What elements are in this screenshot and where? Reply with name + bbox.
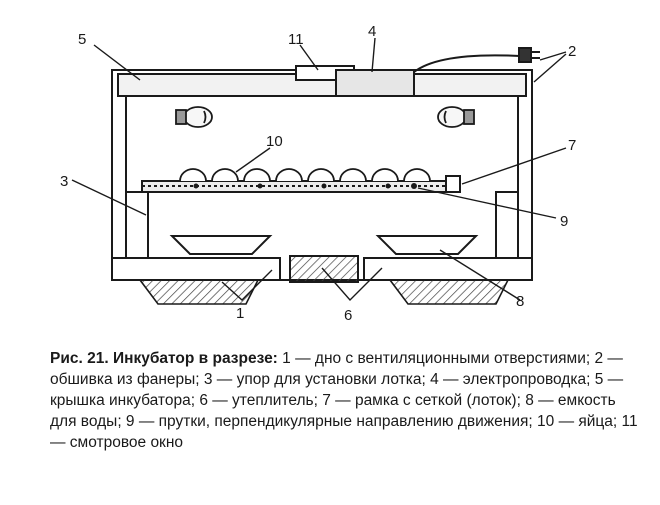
wiring-strip [335, 69, 415, 97]
tray-support-left [125, 191, 149, 259]
label-9: 9 [560, 213, 568, 230]
figure-caption: Рис. 21. Инкубатор в разрезе: 1 — дно с … [50, 348, 640, 453]
eggs [179, 168, 431, 182]
label-7: 7 [568, 137, 576, 154]
label-5: 5 [78, 31, 86, 48]
label-1: 1 [236, 305, 244, 322]
power-cord [413, 54, 521, 73]
lamp-right [437, 106, 475, 128]
label-2: 2 [568, 43, 576, 60]
tray-rods [193, 183, 417, 189]
label-4: 4 [368, 23, 376, 40]
leader-lines [71, 37, 567, 302]
lamp-left [175, 106, 213, 128]
water-bowls [169, 235, 479, 255]
label-6: 6 [344, 307, 352, 324]
caption-text: 1 — дно с вентиляционными отверстиями; 2… [50, 350, 638, 451]
wooden-legs [138, 279, 510, 305]
figure-number: Рис. 21. Инкубатор в разрезе: [50, 350, 278, 367]
power-plug [518, 47, 532, 63]
label-3: 3 [60, 173, 68, 190]
label-10: 10 [266, 133, 283, 150]
floor [111, 257, 533, 281]
label-11: 11 [288, 31, 304, 48]
insulation [289, 255, 359, 283]
label-8: 8 [516, 293, 524, 310]
incubator-cross-section-diagram: 5 11 4 2 3 10 7 9 1 6 8 [60, 23, 576, 324]
tray-support-right [495, 191, 519, 259]
